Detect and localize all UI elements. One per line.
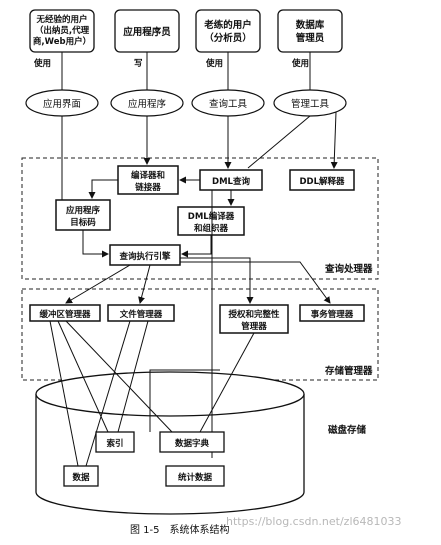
- app-object-code-line2: 目标码: [70, 217, 96, 228]
- user-naive-line1: 无经验的用户: [35, 14, 87, 25]
- data-label: 数据: [72, 472, 90, 483]
- verb-programmer: 写: [134, 59, 143, 69]
- watermark: https://blog.csdn.net/zl6481033: [226, 515, 401, 528]
- file-manager-box: 文件管理器: [107, 304, 175, 322]
- disk-storage-label: 磁盘存储: [328, 424, 367, 436]
- tool-admin-tool: 管理工具: [273, 89, 347, 117]
- data-dictionary-box: 数据字典: [159, 431, 225, 453]
- authorization-manager-box: 授权和完整性 管理器: [219, 304, 289, 334]
- user-naive-line3: 商,Web用户）: [33, 36, 91, 47]
- index-box: 索引: [95, 431, 135, 453]
- query-engine-label: 查询执行引擎: [118, 251, 171, 262]
- tool-app-interface-label: 应用界面: [43, 98, 81, 110]
- buffer-manager-label: 缓冲区管理器: [39, 309, 91, 320]
- tool-app-program: 应用程序: [110, 89, 184, 117]
- tool-query-tool-label: 查询工具: [209, 98, 248, 110]
- app-object-code-line1: 应用程序: [66, 205, 101, 216]
- transaction-manager-box: 事务管理器: [299, 304, 365, 322]
- dml-compiler-line1: DML编译器: [188, 211, 235, 222]
- authorization-manager-line2: 管理器: [241, 321, 267, 332]
- user-sophisticated-line1: 老练的用户: [203, 19, 252, 31]
- query-engine-box: 查询执行引擎: [109, 244, 181, 266]
- user-box-programmer: 应用程序员: [114, 9, 180, 53]
- user-sophisticated-line2: （分析员）: [204, 32, 252, 44]
- user-box-naive: 无经验的用户 （出纳员,代理 商,Web用户）: [29, 9, 95, 53]
- statistics-label: 统计数据: [178, 472, 213, 483]
- index-label: 索引: [106, 438, 123, 449]
- tool-query-tool: 查询工具: [191, 89, 265, 117]
- dml-query-label: DML查询: [212, 176, 250, 187]
- user-naive-line2: （出纳员,代理: [35, 25, 90, 36]
- tool-app-interface: 应用界面: [25, 89, 99, 117]
- data-dictionary-label: 数据字典: [175, 438, 210, 449]
- compiler-line2: 链接器: [135, 182, 161, 193]
- statistics-box: 统计数据: [165, 465, 225, 487]
- data-box: 数据: [63, 465, 99, 487]
- tool-app-program-label: 应用程序: [128, 98, 167, 110]
- user-dba-line1: 数据库: [295, 19, 325, 31]
- storage-manager-label: 存储管理器: [324, 365, 373, 377]
- file-manager-label: 文件管理器: [120, 309, 163, 320]
- user-box-dba: 数据库 管理员: [277, 9, 343, 53]
- buffer-manager-box: 缓冲区管理器: [29, 304, 101, 322]
- verb-dba: 使用: [291, 58, 309, 69]
- user-box-sophisticated: 老练的用户 （分析员）: [195, 9, 261, 53]
- dml-compiler-box: DML编译器 和组织器: [177, 206, 245, 236]
- query-processor-label: 查询处理器: [324, 263, 373, 275]
- ddl-interpreter-box: DDL解释器: [289, 169, 355, 191]
- app-object-code-box: 应用程序 目标码: [55, 199, 111, 231]
- compiler-linker-box: 编译器和 链接器: [117, 165, 179, 195]
- verb-sophisticated: 使用: [205, 58, 223, 69]
- dml-compiler-line2: 和组织器: [194, 223, 229, 234]
- dml-query-box: DML查询: [199, 169, 263, 191]
- disk-storage-cylinder: [35, 371, 305, 515]
- verb-naive: 使用: [33, 58, 51, 69]
- tool-admin-tool-label: 管理工具: [291, 98, 330, 110]
- transaction-manager-label: 事务管理器: [311, 309, 354, 320]
- query-processor-region: [21, 157, 379, 280]
- ddl-interpreter-label: DDL解释器: [299, 176, 345, 187]
- authorization-manager-line1: 授权和完整性: [228, 309, 280, 320]
- user-dba-line2: 管理员: [296, 32, 325, 44]
- user-programmer-label: 应用程序员: [123, 26, 171, 38]
- compiler-line1: 编译器和: [131, 170, 165, 181]
- figure-caption: 图 1-5 系统体系结构: [130, 523, 230, 536]
